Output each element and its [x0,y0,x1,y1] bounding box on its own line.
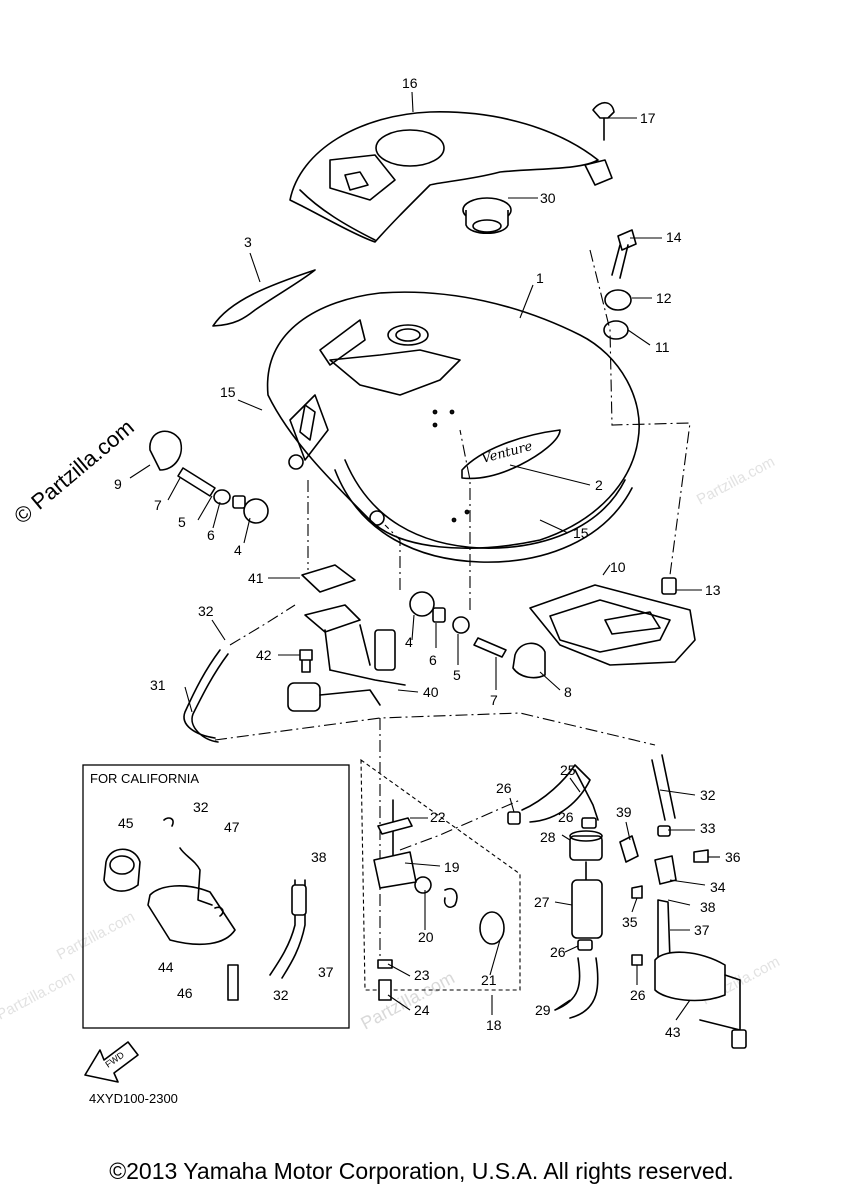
callout-2: 2 [595,477,603,493]
copyright-footer: ©2013 Yamaha Motor Corporation, U.S.A. A… [109,1158,734,1184]
callout-6-lower: 6 [429,652,437,668]
callout-36: 36 [725,849,741,865]
callout-16: 16 [402,75,418,91]
watermark-right: Partzilla.com [694,453,778,508]
callout-numbers: 1 2 3 4 4 5 5 6 6 7 7 8 9 10 11 12 13 14… [114,75,741,1040]
callout-14: 14 [666,229,682,245]
bolt-42 [299,649,313,673]
callout-7-left: 7 [154,497,162,513]
callout-30: 30 [540,190,556,206]
callout-1: 1 [536,270,544,286]
callout-41: 41 [248,570,264,586]
callout-37-right: 37 [694,922,710,938]
callout-28: 28 [540,829,556,845]
california-box-title: FOR CALIFORNIA [90,771,199,786]
callout-10: 10 [610,559,626,575]
callout-15-right: 15 [573,525,589,541]
callout-4-left: 4 [234,542,242,558]
damper [149,430,182,471]
callout-27: 27 [534,894,550,910]
callout-5-left: 5 [178,514,186,530]
callout-18: 18 [486,1017,502,1033]
callout-38-box: 38 [311,849,327,865]
callout-35: 35 [622,914,638,930]
collar [661,577,677,595]
callout-32-box-top: 32 [193,799,209,815]
callout-9: 9 [114,476,122,492]
callout-26-c: 26 [550,944,566,960]
callout-26-b: 26 [558,809,574,825]
fwd-arrow: FWD [84,1041,139,1083]
fuel-sender [287,564,406,712]
tank-cover [289,111,613,243]
side-cover [529,584,696,666]
bolt-set-left [177,467,269,524]
fuel-tank [266,291,640,563]
fuel-cap [462,197,512,235]
watermark-left-bottom: Partzilla.com [0,968,78,1023]
callout-39: 39 [616,804,632,820]
callout-5-lower: 5 [453,667,461,683]
callout-31: 31 [150,677,166,693]
callout-43: 43 [665,1024,681,1040]
callout-4-lower: 4 [405,634,413,650]
callout-24: 24 [414,1002,430,1018]
callout-23: 23 [414,967,430,983]
callout-17: 17 [640,110,656,126]
callout-20: 20 [418,929,434,945]
damper-right [512,642,546,679]
bolt-set-lower [409,591,507,658]
callout-32-box-bottom: 32 [273,987,289,1003]
callout-45: 45 [118,815,134,831]
petcock [373,799,505,1001]
hose-31 [183,649,221,739]
callout-42: 42 [256,647,272,663]
california-box [82,764,350,1029]
callout-44: 44 [158,959,174,975]
callout-32-right: 32 [700,787,716,803]
callout-19: 19 [444,859,460,875]
watermark-left-mid: Partzilla.com [54,908,138,963]
callout-22: 22 [430,809,446,825]
callout-7-lower: 7 [490,692,498,708]
callout-13: 13 [705,582,721,598]
decal [212,269,316,327]
partzilla-watermark: © Partzilla.com [9,414,139,528]
callout-11: 11 [655,339,670,355]
callout-29: 29 [535,1002,551,1018]
callout-40: 40 [423,684,439,700]
callout-3: 3 [244,234,252,250]
callout-32-upper: 32 [198,603,214,619]
callout-8: 8 [564,684,572,700]
callout-12: 12 [656,290,672,306]
right-hardware [592,101,637,340]
canister-group [619,754,747,1049]
callout-15-left: 15 [220,384,236,400]
callout-46: 46 [177,985,193,1001]
california-parts [103,817,307,1001]
callout-leaders [129,91,720,1021]
callout-34: 34 [710,879,726,895]
callout-21: 21 [481,972,497,988]
guide-lines [214,249,691,991]
callout-26-d: 26 [630,987,646,1003]
callout-37-box: 37 [318,964,334,980]
callout-38-right: 38 [700,899,716,915]
fuel-filter-group [507,764,603,1019]
callout-33: 33 [700,820,716,836]
callout-6-left: 6 [207,527,215,543]
callout-25: 25 [560,762,576,778]
watermark-bottom: Partzilla.com [357,968,457,1034]
callout-47: 47 [224,819,240,835]
diagram-code: 4XYD100-2300 [89,1091,178,1106]
callout-26-a: 26 [496,780,512,796]
